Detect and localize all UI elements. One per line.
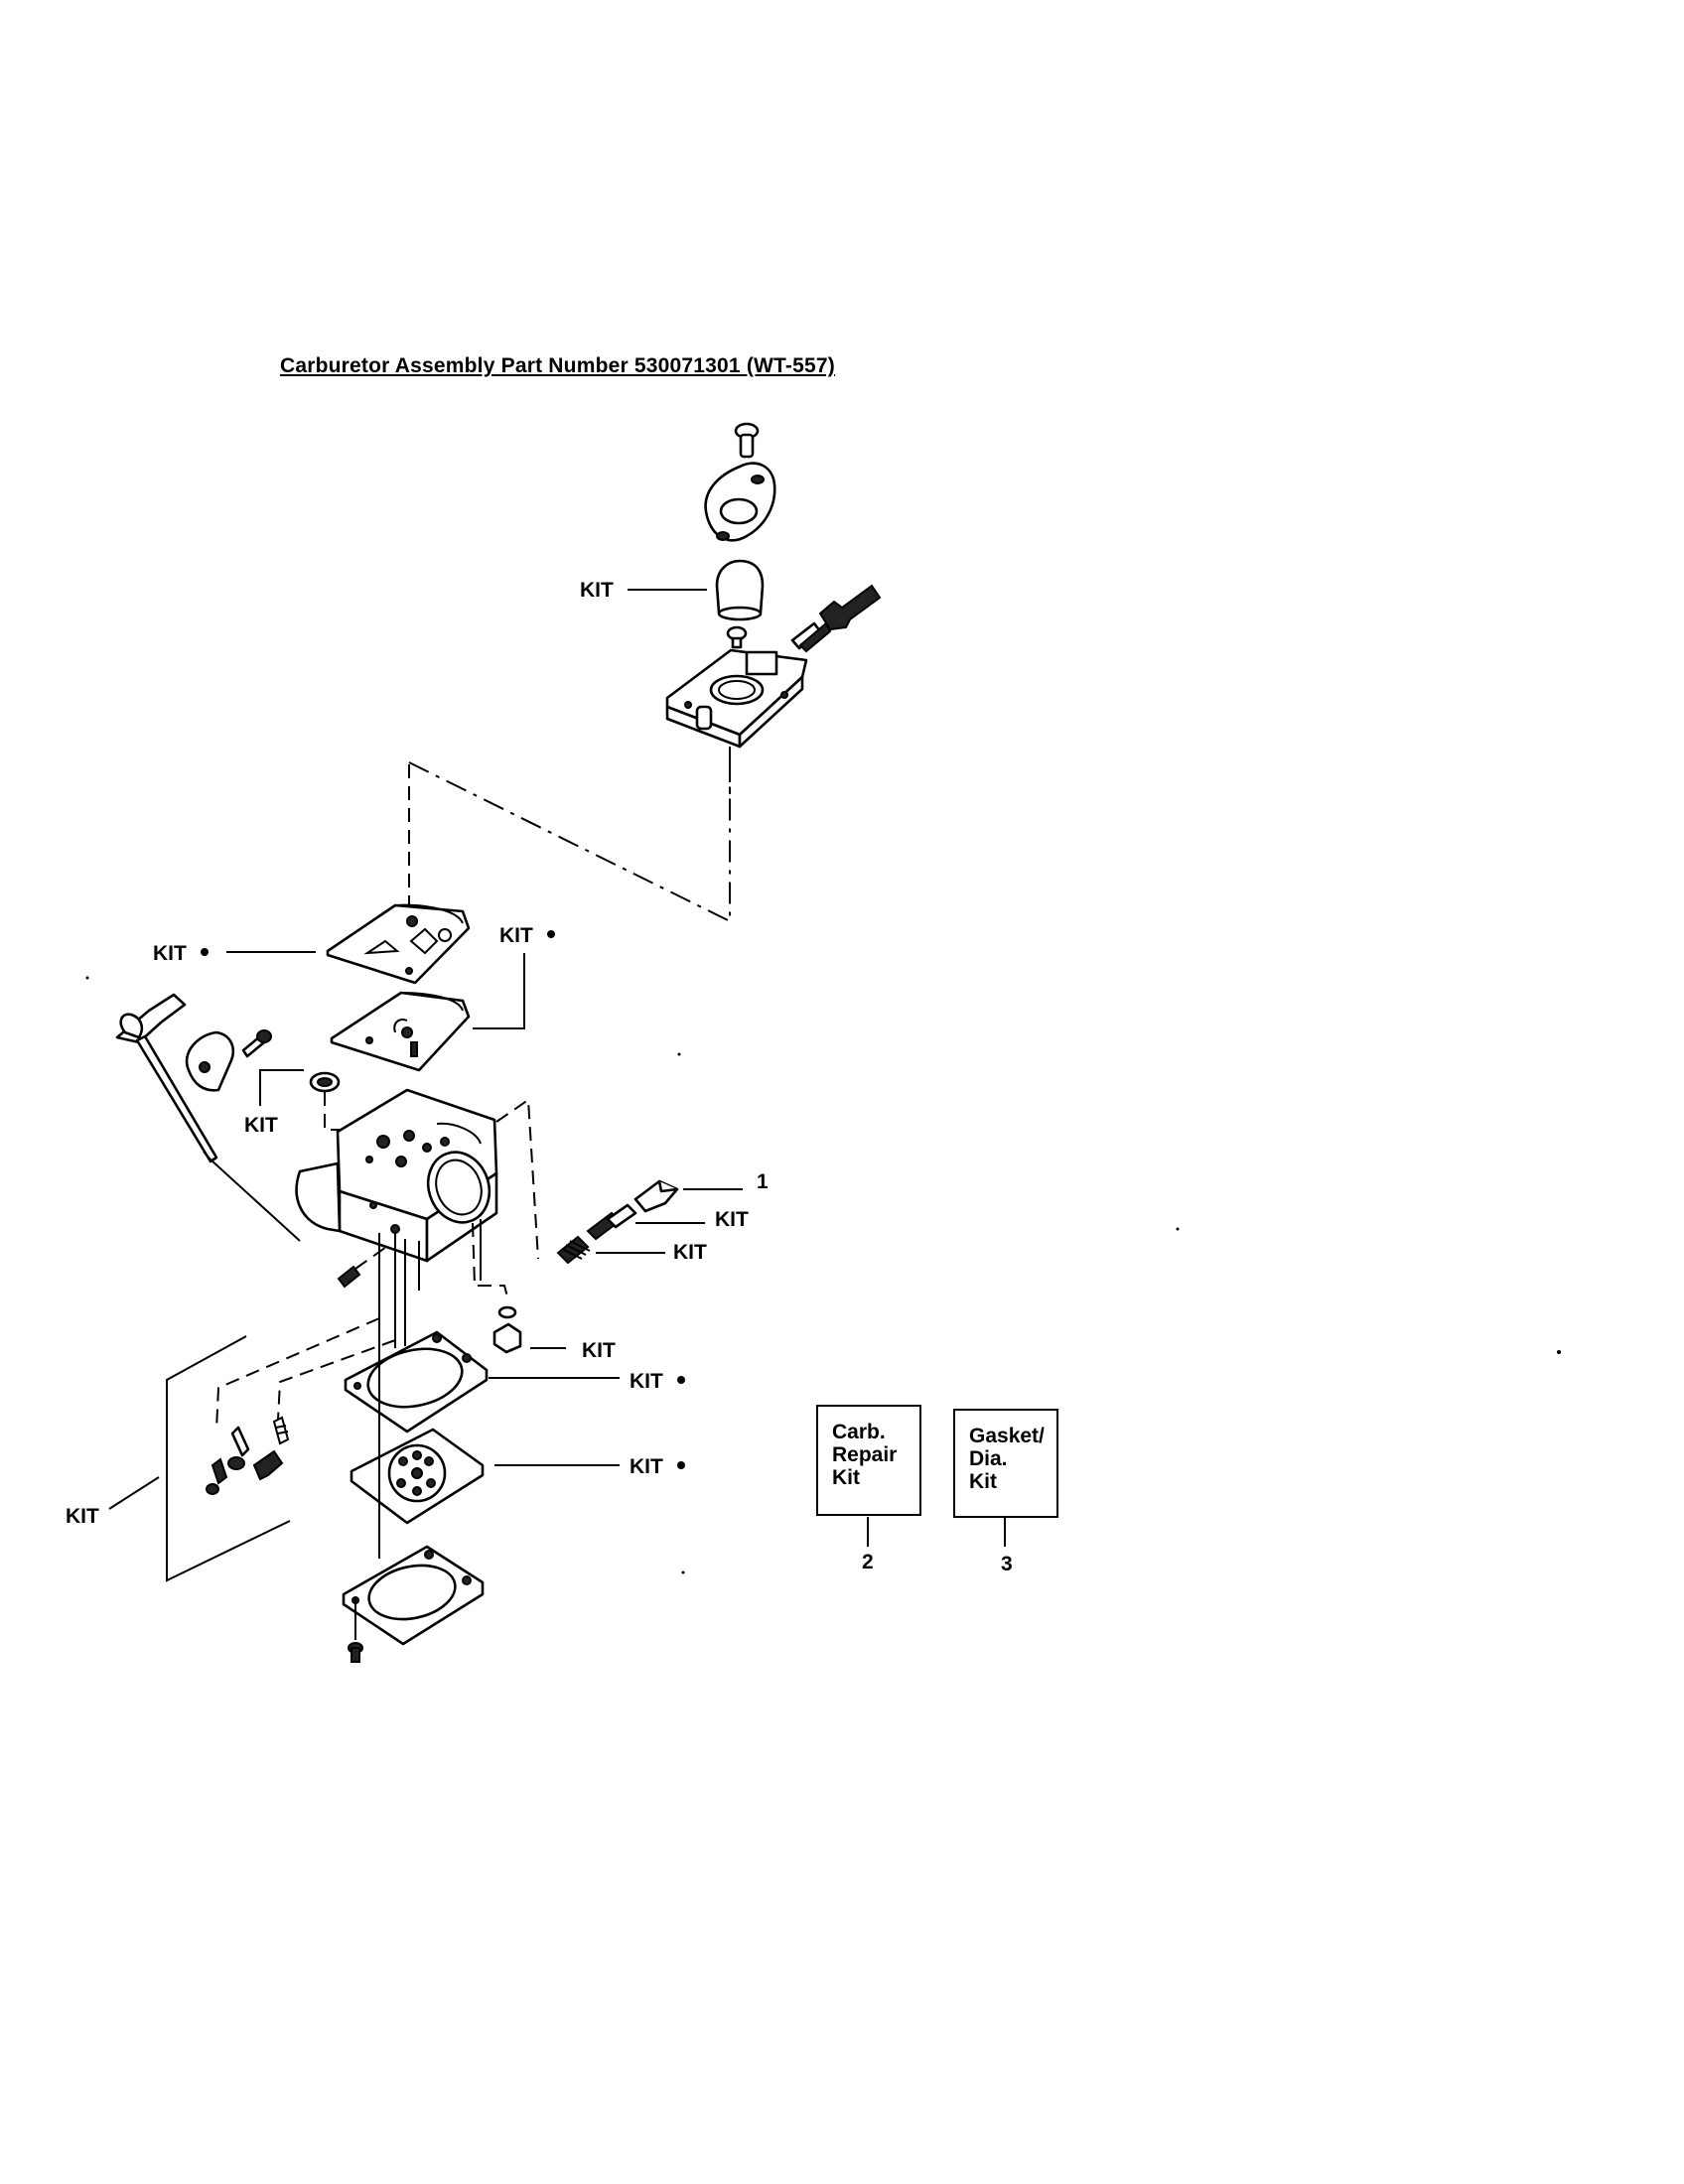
limiter-cap (633, 1179, 679, 1213)
idle-screw (337, 1244, 390, 1289)
bullet-kit-gasket-lower (677, 1376, 685, 1384)
metering-lever-kit (206, 1416, 290, 1495)
lower-diaphragm (350, 1428, 485, 1525)
upper-gasket (326, 903, 471, 985)
small-o-ring (726, 625, 748, 649)
kit-bracket (166, 1335, 291, 1582)
leader-kit-diaphragm-upper (473, 953, 525, 1029)
choke-plate-screw (241, 1029, 272, 1058)
callout-kit-diaphragm-lower: KIT (630, 1455, 663, 1478)
bullet-kit-gasket-upper (201, 948, 209, 956)
primer-bulb (715, 559, 765, 621)
metering-dash-1 (215, 1317, 380, 1431)
callout-kit-gasket-upper: KIT (153, 942, 187, 965)
callout-kit-gasket-lower: KIT (630, 1370, 663, 1393)
kit-box-gasket-dia-label: Gasket/ Dia. Kit (969, 1425, 1045, 1493)
choke-shaft-lever (115, 993, 218, 1163)
top-screw (734, 422, 760, 459)
callout-kit-needle-spring: KIT (715, 1208, 749, 1231)
choke-plate (185, 1030, 235, 1092)
callout-kit-filter: KIT (582, 1339, 616, 1362)
adjust-needle-top (790, 584, 882, 653)
callout-kit-left-bottom: KIT (66, 1505, 99, 1528)
callout-kit-left-valve: KIT (244, 1114, 278, 1137)
high-speed-needle (586, 1203, 637, 1241)
kit-box-carb-repair-label: Carb. Repair Kit (832, 1421, 898, 1489)
callout-part-1: 1 (757, 1170, 769, 1193)
bullet-kit-diaphragm-lower (677, 1461, 685, 1469)
leader-kit-left-valve (259, 1069, 304, 1106)
inlet-fitting (492, 1305, 522, 1354)
alignment-line-upper (408, 759, 731, 923)
callout-kit-top: KIT (580, 579, 614, 602)
kit-box-carb-repair-number: 2 (862, 1551, 874, 1573)
callout-kit-diaphragm-upper: KIT (499, 924, 533, 947)
callout-kit-needle-lower: KIT (673, 1241, 707, 1264)
carburetor-body (295, 1088, 498, 1263)
diagram-title: Carburetor Assembly Part Number 53007130… (280, 354, 835, 377)
leader-kit-left-bottom (108, 1476, 160, 1510)
retainer-plate (704, 462, 776, 542)
filter-alignment (472, 1222, 509, 1301)
pump-cover (665, 648, 808, 749)
bottom-screw (348, 1642, 363, 1663)
bullet-kit-diaphragm-upper (547, 930, 555, 938)
upper-diaphragm (330, 991, 471, 1072)
metering-dash-2 (277, 1339, 396, 1421)
choke-leader (210, 1159, 301, 1242)
needle-spring (556, 1235, 591, 1265)
kit-box-gasket-dia: Gasket/ Dia. Kit (953, 1409, 1058, 1518)
bottom-cover (342, 1545, 485, 1646)
kit-box-carb-repair: Carb. Repair Kit (816, 1405, 921, 1516)
lower-gasket (344, 1330, 489, 1433)
needle-alignment (495, 1098, 539, 1260)
kit-box-gasket-dia-number: 3 (1001, 1553, 1013, 1575)
